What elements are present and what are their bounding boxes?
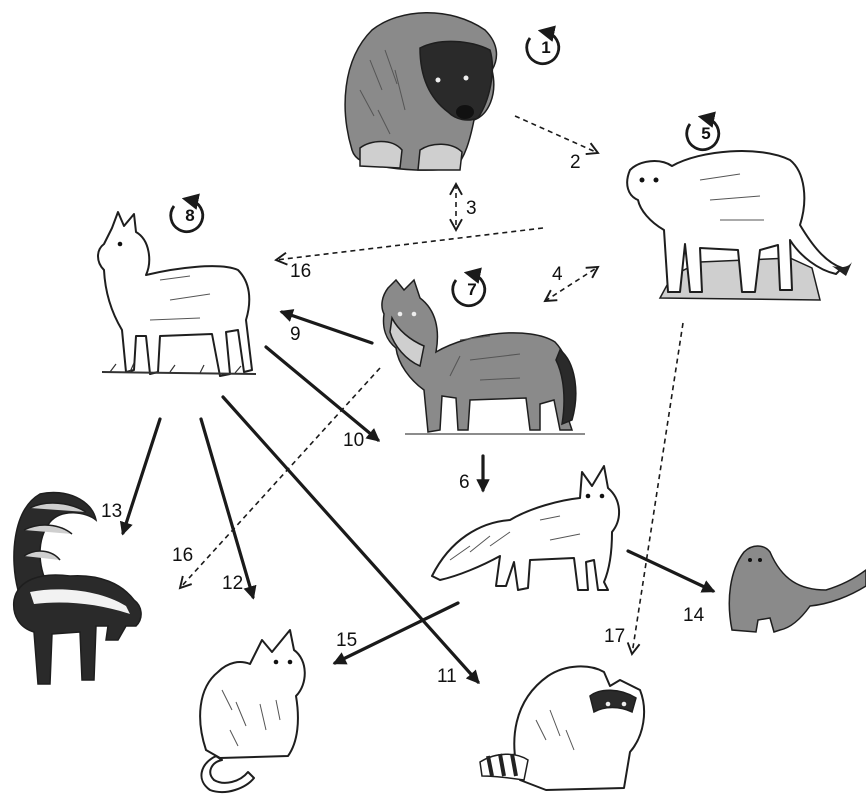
edge-label-3: 3: [466, 198, 477, 219]
node-number-bear: 1: [541, 38, 550, 57]
edge-label-17: 17: [604, 626, 625, 647]
bobcat-icon: [199, 629, 306, 794]
marten-icon: [728, 545, 866, 633]
node-number-wolf: 7: [467, 280, 476, 299]
edge-9-arrow: [279, 309, 374, 345]
edge-label-16-upper: 16: [290, 261, 311, 282]
cougar-icon: [626, 150, 852, 301]
gray-fox-icon: [431, 465, 620, 591]
edge-12-arrow: [199, 417, 257, 600]
self-loop-5-icon: 5: [685, 111, 721, 152]
edge-label-16-lower: 16: [172, 545, 193, 566]
self-loop-7-icon: 7: [451, 267, 487, 308]
edge-label-12: 12: [222, 573, 243, 594]
edge-16-lower-dashed-arrow: [178, 367, 381, 590]
edge-label-13: 13: [101, 501, 122, 522]
edge-label-14: 14: [683, 605, 705, 626]
edge-label-4: 4: [552, 264, 563, 285]
edge-4-dashed-arrow: [543, 265, 600, 303]
self-loop-1-icon: 1: [525, 25, 561, 66]
edge-label-6: 6: [459, 472, 470, 493]
striped-skunk-icon: [12, 491, 142, 685]
edge-15-arrow: [332, 601, 460, 665]
edge-label-10: 10: [343, 430, 364, 451]
edge-label-11: 11: [437, 666, 457, 687]
node-number-coyote: 8: [185, 206, 194, 225]
raccoon-icon: [479, 665, 646, 791]
edge-11-arrow: [221, 395, 480, 685]
self-loop-8-icon: 8: [169, 193, 205, 234]
gray-wolf-icon: [381, 278, 585, 435]
edge-17-dashed-arrow: [626, 322, 684, 656]
edge-label-2: 2: [570, 152, 581, 173]
edge-label-9: 9: [290, 324, 301, 345]
edge-16-upper-dashed-arrow: [274, 227, 544, 266]
edge-13-arrow: [119, 417, 162, 536]
node-number-cougar: 5: [701, 124, 710, 143]
edge-label-15: 15: [336, 630, 357, 651]
edge-2-dashed-arrow: [514, 115, 600, 156]
coyote-icon: [97, 211, 257, 377]
edge-14-arrow: [626, 549, 716, 593]
grizzly-bear-icon: [344, 12, 498, 171]
edge-10-arrow: [264, 345, 381, 442]
